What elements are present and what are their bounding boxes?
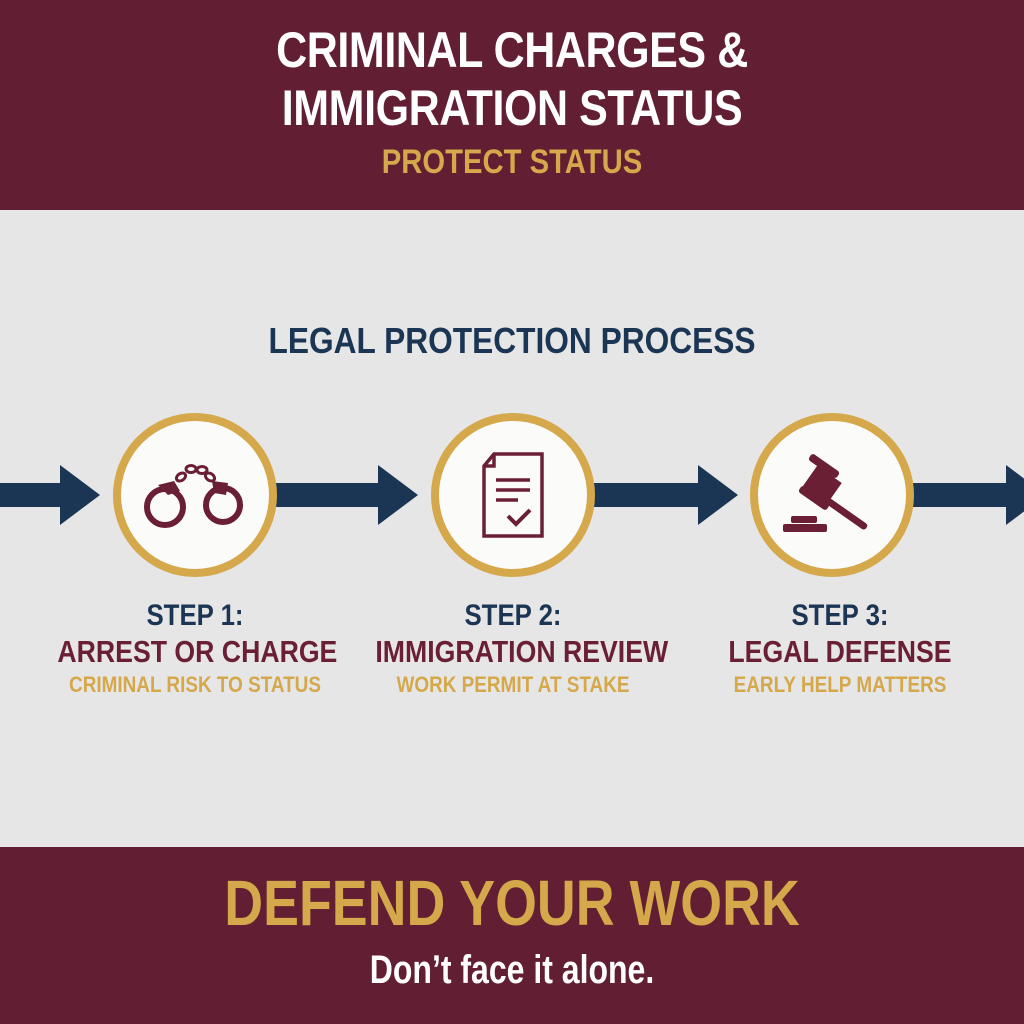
arrow-icon — [272, 465, 420, 525]
step-2-number: STEP 2: — [464, 599, 562, 632]
footer-subtitle: Don’t face it alone. — [369, 948, 655, 992]
step-2-name: IMMIGRATION REVIEW — [375, 634, 669, 669]
step-1-number: STEP 1: — [146, 599, 244, 632]
step-2: STEP 2: IMMIGRATION REVIEW WORK PERMIT A… — [353, 598, 673, 700]
page-title-line1: CRIMINAL CHARGES & — [276, 22, 748, 78]
page-title-line2: IMMIGRATION STATUS — [281, 80, 743, 136]
gavel-icon — [783, 454, 868, 532]
step-2-icon-circle — [431, 413, 595, 577]
step-3-name: LEGAL DEFENSE — [728, 634, 952, 669]
step-1-icon-circle — [113, 413, 277, 577]
step-1-name: ARREST OR CHARGE — [57, 634, 338, 669]
header-banner: CRIMINAL CHARGES & IMMIGRATION STATUS PR… — [0, 0, 1024, 210]
step-3: STEP 3: LEGAL DEFENSE EARLY HELP MATTERS — [680, 598, 1000, 700]
handcuffs-icon — [144, 464, 243, 528]
step-3-description: EARLY HELP MATTERS — [733, 672, 947, 697]
arrow-icon — [910, 465, 1024, 525]
section-title: LEGAL PROTECTION PROCESS — [268, 320, 756, 361]
step-2-description: WORK PERMIT AT STAKE — [396, 672, 630, 697]
arrow-icon — [590, 465, 740, 525]
footer-banner: DEFEND YOUR WORK Don’t face it alone. — [0, 847, 1024, 1024]
footer-title: DEFEND YOUR WORK — [224, 867, 800, 939]
step-3-icon-circle — [750, 413, 914, 577]
step-1-description: CRIMINAL RISK TO STATUS — [69, 672, 321, 697]
page-subtitle: PROTECT STATUS — [381, 143, 643, 181]
process-section: LEGAL PROTECTION PROCESS — [0, 210, 1024, 847]
arrow-icon — [0, 465, 102, 525]
step-1: STEP 1: ARREST OR CHARGE CRIMINAL RISK T… — [35, 598, 355, 700]
document-check-icon — [482, 452, 544, 538]
step-3-number: STEP 3: — [791, 599, 889, 632]
